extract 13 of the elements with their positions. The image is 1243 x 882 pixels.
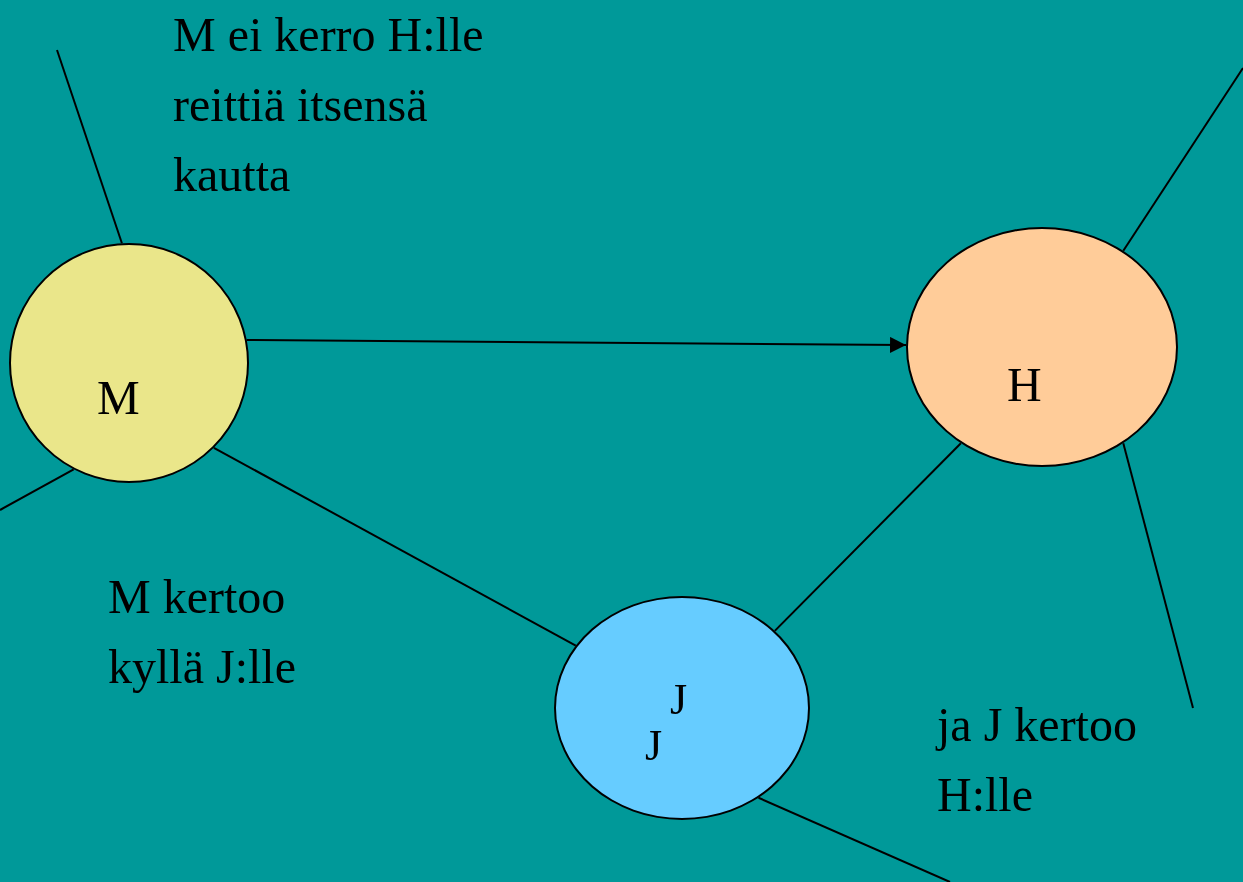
- connector-line: [773, 442, 962, 632]
- annotation-text: M ei kerro H:lle reittiä itsensä kautta: [173, 7, 485, 203]
- connector-line: [757, 796, 951, 882]
- annotation-text: ja J kertoo H:lle: [937, 697, 1138, 823]
- node-label: J: [670, 674, 688, 726]
- node-label: M: [97, 370, 140, 426]
- node-label: J: [645, 720, 663, 772]
- connector-line: [56, 49, 123, 245]
- node-label: H: [1007, 357, 1042, 413]
- annotation-text: M kertoo kyllä J:lle: [108, 569, 297, 695]
- connector-line: [1122, 442, 1194, 709]
- arrow: [245, 336, 907, 353]
- connector-line: [0, 468, 75, 511]
